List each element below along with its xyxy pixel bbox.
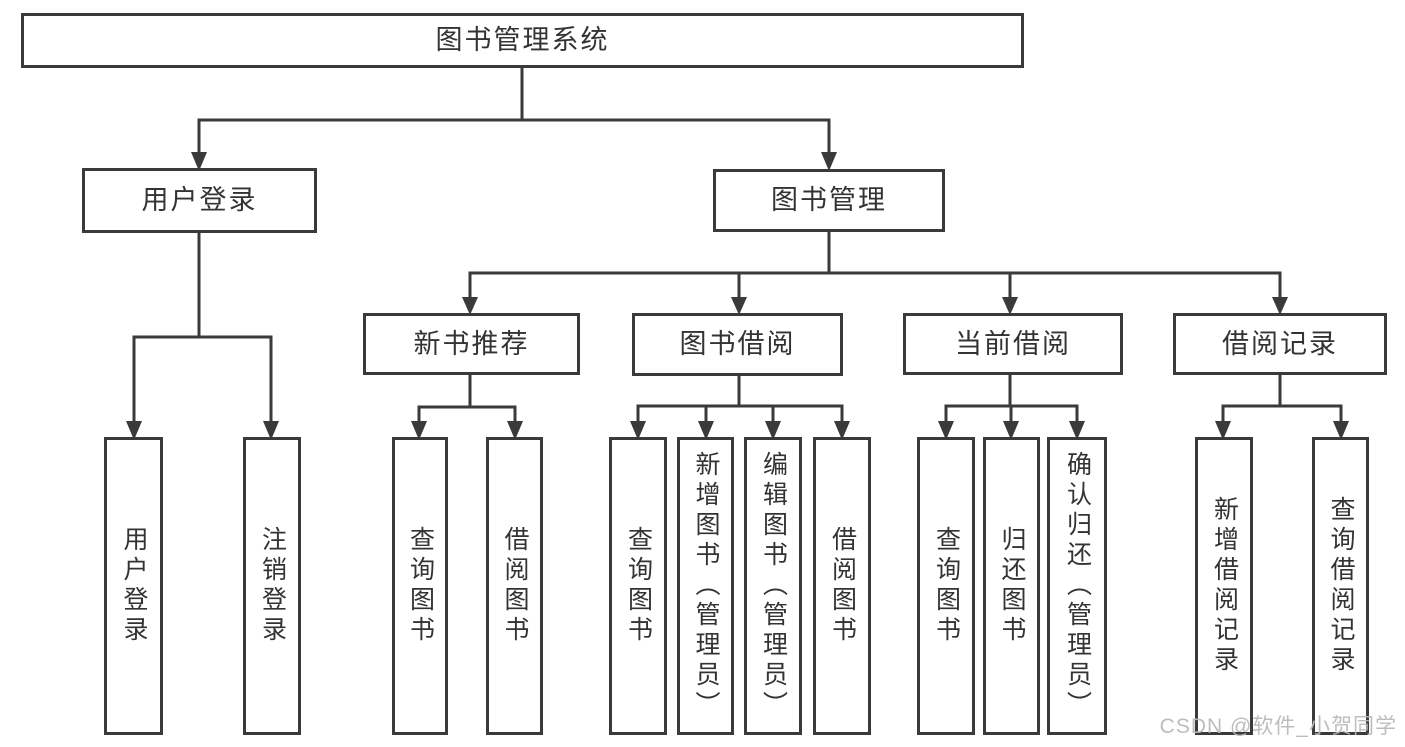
arrow-icon [1215,421,1231,440]
arrow-icon [698,421,714,440]
node-logout-leaf: 注销登录 [243,437,301,735]
node-add-books-admin: 新增图书（管理员） [677,437,734,735]
node-user-login-leaf: 用户登录 [104,437,163,735]
node-new-book-recommend: 新书推荐 [363,313,580,375]
arrow-icon [1003,421,1019,440]
arrow-icon [1002,297,1018,315]
node-root: 图书管理系统 [21,13,1024,68]
node-borrow-books-borrowing: 借阅图书 [813,437,871,735]
arrow-icon [1069,421,1085,440]
node-query-books-borrowing: 查询图书 [609,437,667,735]
node-query-books-current: 查询图书 [917,437,975,735]
node-borrow-books-recommend: 借阅图书 [486,437,543,735]
arrow-icon [411,421,427,440]
arrow-icon [462,297,478,315]
node-edit-books-admin: 编辑图书（管理员） [744,437,802,735]
arrow-icon [1272,297,1288,315]
arrow-icon [126,421,142,440]
arrow-icon [263,421,279,440]
arrow-icon [731,297,747,315]
node-add-borrow-record: 新增借阅记录 [1195,437,1253,735]
node-borrowing-records: 借阅记录 [1173,313,1387,375]
arrow-icon [507,421,523,440]
node-book-management: 图书管理 [713,169,945,232]
arrow-icon [1333,421,1349,440]
node-return-books: 归还图书 [983,437,1040,735]
arrow-icon [630,421,646,440]
node-query-books-recommend: 查询图书 [392,437,448,735]
node-current-borrowing: 当前借阅 [903,313,1123,375]
node-query-borrow-record: 查询借阅记录 [1312,437,1369,735]
watermark: CSDN @软件_小贺同学 [1159,715,1397,738]
node-confirm-return-admin: 确认归还（管理员） [1047,437,1107,735]
arrow-icon [821,152,837,171]
node-user-login: 用户登录 [82,168,317,233]
arrow-icon [191,152,207,171]
node-book-borrowing: 图书借阅 [632,313,843,376]
arrowhead-icons [126,152,1349,440]
arrow-icon [834,421,850,440]
arrow-icon [938,421,954,440]
arrow-icon [765,421,781,440]
